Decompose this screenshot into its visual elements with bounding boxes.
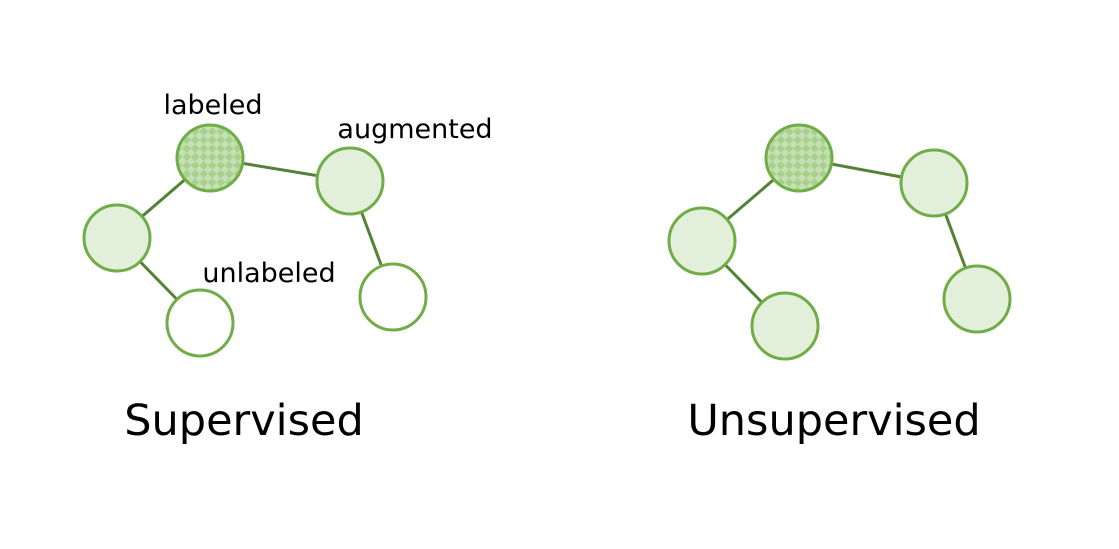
- node-right: [899, 148, 969, 218]
- node-hub: [764, 123, 834, 193]
- node-bottom: [165, 288, 235, 358]
- node-bottom-right: [358, 262, 428, 332]
- node-left: [82, 203, 152, 273]
- unsupervised-nodes: [667, 123, 1012, 361]
- unlabeled-annotation: unlabeled: [202, 258, 335, 289]
- labeled-annotation: labeled: [163, 90, 262, 121]
- unsupervised-panel: Unsupervised: [667, 123, 1012, 446]
- supervised-nodes: [82, 123, 428, 358]
- node-hub: [175, 123, 245, 193]
- augmented-annotation: augmented: [337, 114, 492, 145]
- supervised-title: Supervised: [124, 396, 364, 446]
- supervised-panel: labeled augmented unlabeled Supervised: [82, 90, 493, 446]
- node-right: [315, 146, 385, 216]
- node-bottom: [750, 291, 820, 361]
- node-left: [667, 206, 737, 276]
- node-bottom-right: [942, 264, 1012, 334]
- unsupervised-title: Unsupervised: [687, 396, 980, 446]
